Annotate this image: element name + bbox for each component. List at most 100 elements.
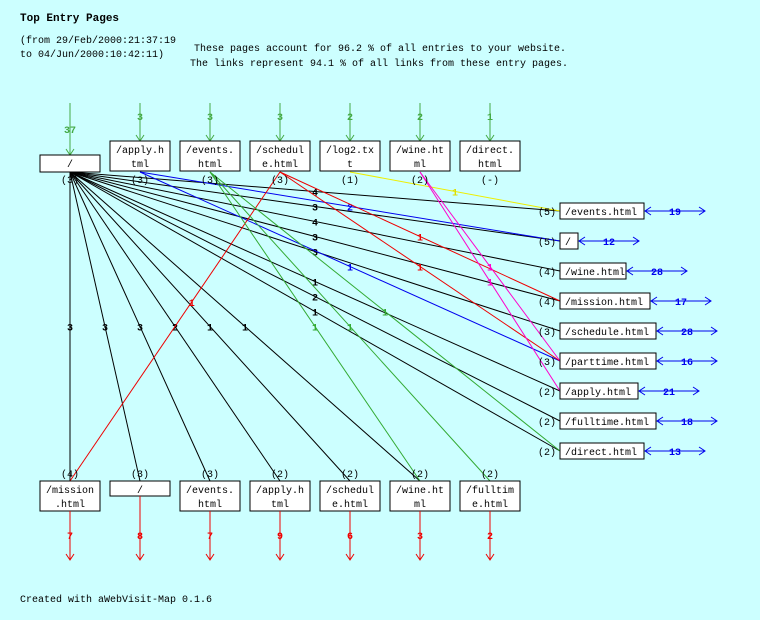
entry-count: 3 [277, 113, 283, 124]
destination-node[interactable]: (4) /wine.html 28 [538, 262, 688, 280]
arrow-right-icon [692, 386, 700, 396]
node-box [559, 412, 657, 430]
entry-count: 1 [487, 113, 493, 124]
arrow-right-icon [710, 326, 718, 336]
node-label: /wine.ht [396, 485, 444, 497]
node-box [389, 480, 451, 512]
link-line [209, 171, 421, 482]
node-box [319, 140, 381, 172]
link-line [69, 171, 141, 482]
node-label: /wine.ht [396, 145, 444, 157]
node-label: e.html [262, 159, 298, 171]
node-box [559, 202, 645, 220]
arrow-down-icon [135, 553, 145, 561]
arrow-right-icon [698, 206, 706, 216]
link-line [69, 171, 211, 482]
link-count: 28 [651, 268, 663, 279]
arrow-down-icon [415, 553, 425, 561]
exit-node[interactable]: (3)/8 [109, 469, 171, 561]
destination-node[interactable]: (5)/12 [538, 232, 640, 250]
link-count: 1 [487, 264, 493, 275]
node-box [459, 480, 521, 512]
link-edge: 1 [419, 171, 561, 392]
entry-node[interactable]: 3/schedule.html(3) [249, 103, 311, 187]
node-label: ml [414, 499, 426, 511]
nodes-layer: 37/(3)3/apply.html(3)3/events.html(3)3/s… [39, 103, 718, 561]
node-visit-count: (2) [341, 469, 359, 481]
entry-count: 2 [347, 113, 353, 124]
node-visit-count: (4) [61, 469, 79, 481]
link-line [209, 171, 561, 452]
entry-node[interactable]: 3/apply.html(3) [109, 103, 171, 187]
link-count: 17 [675, 298, 687, 309]
entry-node[interactable]: 2/wine.html(2) [389, 103, 451, 187]
exit-count: 3 [417, 532, 423, 543]
link-count: 1 [382, 309, 388, 320]
node-label: /wine.html [565, 267, 625, 279]
link-edge: 4 [69, 171, 561, 212]
node-label: /apply.html [565, 387, 631, 399]
link-count: 1 [312, 279, 318, 290]
node-visit-count: (4) [538, 267, 556, 279]
arrow-right-icon [710, 356, 718, 366]
node-box [389, 140, 451, 172]
exit-count: 8 [137, 532, 143, 543]
exit-count: 9 [277, 532, 283, 543]
node-box [559, 322, 657, 340]
link-count: 1 [487, 279, 493, 290]
node-box [39, 480, 101, 512]
link-edge: 3 [69, 171, 561, 302]
link-line [209, 171, 491, 482]
entry-count: 3 [207, 113, 213, 124]
link-count: 16 [681, 358, 693, 369]
link-count: 2 [312, 294, 318, 305]
link-count: 4 [312, 189, 318, 200]
link-line [69, 171, 561, 302]
link-count: 13 [669, 448, 681, 459]
link-count: 1 [417, 264, 423, 275]
node-label: html [478, 159, 502, 171]
link-count: 21 [663, 388, 675, 399]
entry-node[interactable]: 37/(3) [39, 103, 101, 187]
node-label: /apply.h [256, 485, 304, 497]
node-visit-count: (2) [538, 387, 556, 399]
link-edge: 1 [279, 171, 561, 302]
exit-count: 2 [487, 532, 493, 543]
link-count: 3 [312, 234, 318, 245]
footer-credit: Created with aWebVisit-Map 0.1.6 [20, 595, 213, 606]
node-visit-count: (3) [61, 175, 79, 187]
link-edge: 1 [69, 171, 421, 482]
node-label: /events.html [565, 207, 637, 219]
node-visit-count: (4) [538, 297, 556, 309]
node-label: html [198, 499, 222, 511]
entry-node[interactable]: 1/direct.html(-) [459, 103, 521, 187]
node-box [109, 140, 171, 172]
link-line [279, 171, 561, 302]
entry-count: 3 [137, 113, 143, 124]
destination-node[interactable]: (2) /apply.html 21 [538, 382, 700, 400]
link-line [419, 171, 561, 362]
arrow-left-icon [644, 446, 652, 456]
arrow-right-icon [698, 446, 706, 456]
node-label: /events. [186, 145, 234, 157]
node-label: tml [131, 159, 149, 171]
node-box [179, 480, 241, 512]
entry-node[interactable]: 2/log2.txt(1) [319, 103, 381, 187]
entry-node[interactable]: 3/events.html(3) [179, 103, 241, 187]
arrow-left-icon [650, 296, 658, 306]
node-box [459, 140, 521, 172]
node-visit-count: (3) [201, 469, 219, 481]
